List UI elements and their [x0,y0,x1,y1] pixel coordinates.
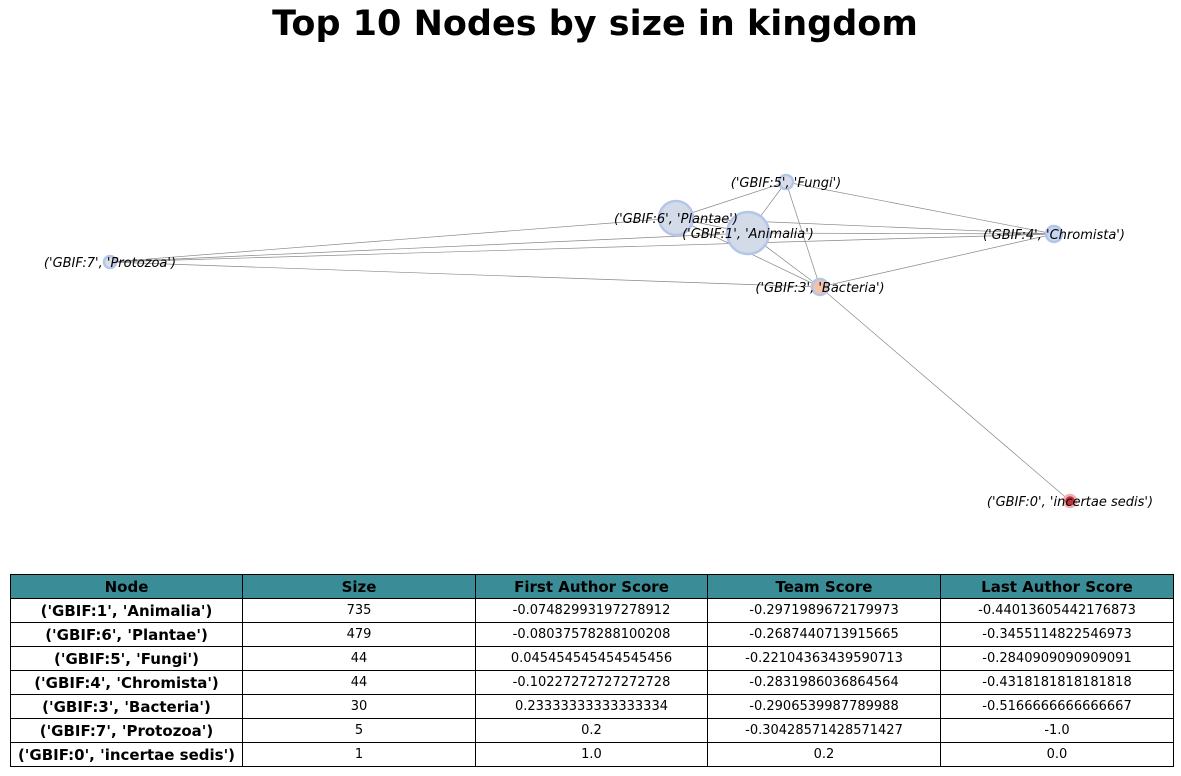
cell-size: 44 [242,670,476,695]
node-label-n4: ('GBIF:4', 'Chromista') [983,228,1125,243]
node-n0 [1062,493,1078,509]
cell-node: ('GBIF:7', 'Protozoa') [10,718,243,743]
table-row: ('GBIF:0', 'incertae sedis') 1 1.0 0.2 0… [10,742,1174,767]
cell-team-score: -0.22104363439590713 [707,646,941,671]
header-first-author-score: First Author Score [475,574,708,599]
chart-title: Top 10 Nodes by size in kingdom [272,4,918,44]
cell-team-score: 0.2 [707,742,941,767]
cell-size: 5 [242,718,476,743]
cell-node: ('GBIF:3', 'Bacteria') [10,694,243,719]
cell-last-author-score: -0.3455114822546973 [940,622,1174,647]
edge-n7-n6 [109,217,677,263]
node-stats-table: Node Size First Author Score Team Score … [10,574,1174,767]
edge-n6-n5 [675,181,787,219]
cell-first-author-score: -0.07482993197278912 [475,598,708,623]
edge-n5-n4 [785,181,1055,235]
cell-last-author-score: -0.4318181818181818 [940,670,1174,695]
cell-team-score: -0.2687440713915665 [707,622,941,647]
cell-first-author-score: 0.2 [475,718,708,743]
cell-team-score: -0.2906539987789988 [707,694,941,719]
edge-n3-n4 [819,233,1055,288]
cell-last-author-score: -0.44013605442176873 [940,598,1174,623]
cell-first-author-score: -0.08037578288100208 [475,622,708,647]
table-row: ('GBIF:3', 'Bacteria') 30 0.233333333333… [10,694,1174,719]
cell-team-score: -0.2831986036864564 [707,670,941,695]
edge-n3-n0 [819,286,1071,502]
cell-first-author-score: -0.10227272727272728 [475,670,708,695]
node-label-n6: ('GBIF:6', 'Plantae') [614,212,738,227]
table-row: ('GBIF:1', 'Animalia') 735 -0.0748299319… [10,598,1174,623]
header-team-score: Team Score [707,574,941,599]
labels-layer: ('GBIF:1', 'Animalia')('GBIF:6', 'Planta… [44,176,1153,510]
cell-last-author-score: -1.0 [940,718,1174,743]
cell-first-author-score: 1.0 [475,742,708,767]
node-label-n7: ('GBIF:7', 'Protozoa') [44,256,176,271]
cell-size: 479 [242,622,476,647]
edge-n7-n3 [109,261,821,288]
cell-last-author-score: -0.5166666666666667 [940,694,1174,719]
node-n4 [1044,224,1064,244]
edges-layer [109,181,1071,502]
cell-node: ('GBIF:0', 'incertae sedis') [10,742,243,767]
node-n3 [810,277,830,297]
cell-node: ('GBIF:6', 'Plantae') [10,622,243,647]
nodes-layer [102,173,1078,509]
edge-n5-n3 [785,181,821,288]
edge-n7-n4 [109,233,1055,263]
node-label-n0: ('GBIF:0', 'incertae sedis') [987,495,1153,510]
cell-size: 735 [242,598,476,623]
node-n5 [777,173,795,191]
header-node: Node [10,574,243,599]
node-label-n5: ('GBIF:5', 'Fungi') [731,176,842,191]
cell-last-author-score: -0.2840909090909091 [940,646,1174,671]
cell-first-author-score: 0.23333333333333334 [475,694,708,719]
cell-last-author-score: 0.0 [940,742,1174,767]
node-n1 [725,210,771,256]
cell-node: ('GBIF:4', 'Chromista') [10,670,243,695]
cell-size: 30 [242,694,476,719]
cell-node: ('GBIF:1', 'Animalia') [10,598,243,623]
table-row: ('GBIF:7', 'Protozoa') 5 0.2 -0.30428571… [10,718,1174,743]
cell-team-score: -0.2971989672179973 [707,598,941,623]
node-label-n3: ('GBIF:3', 'Bacteria') [755,281,884,296]
cell-team-score: -0.30428571428571427 [707,718,941,743]
table-header-row: Node Size First Author Score Team Score … [10,574,1174,599]
cell-size: 44 [242,646,476,671]
edge-n7-n1 [109,232,749,263]
header-last-author-score: Last Author Score [940,574,1174,599]
edge-n1-n4 [747,232,1055,235]
table-row: ('GBIF:5', 'Fungi') 44 0.045454545454545… [10,646,1174,671]
table-row: ('GBIF:4', 'Chromista') 44 -0.1022727272… [10,670,1174,695]
header-size: Size [242,574,476,599]
network-graph: ('GBIF:1', 'Animalia')('GBIF:6', 'Planta… [44,173,1153,510]
cell-node: ('GBIF:5', 'Fungi') [10,646,243,671]
cell-size: 1 [242,742,476,767]
table-row: ('GBIF:6', 'Plantae') 479 -0.08037578288… [10,622,1174,647]
cell-first-author-score: 0.045454545454545456 [475,646,708,671]
node-n6 [657,199,695,237]
node-label-n1: ('GBIF:1', 'Animalia') [682,227,814,242]
node-n7 [102,254,118,270]
